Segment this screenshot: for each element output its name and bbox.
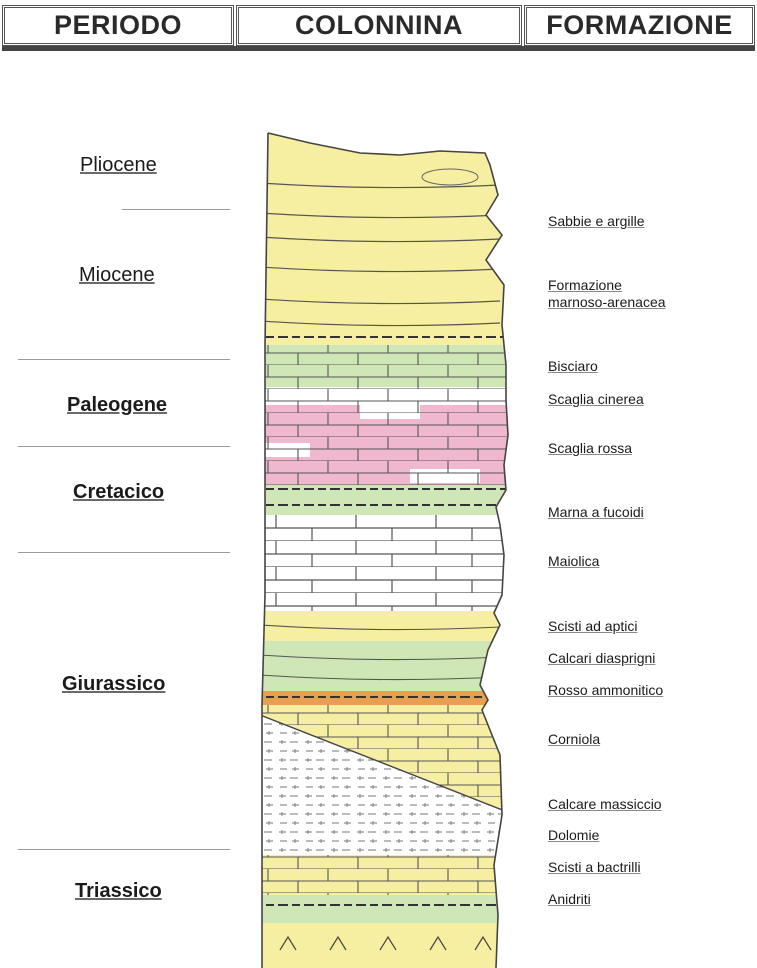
- period-boundary-cretacico-giurassico: [18, 552, 230, 553]
- stratigraphic-column: [250, 125, 520, 968]
- formation-marna-fucoidi: Marna a fucoidi: [548, 504, 644, 521]
- period-boundary-giurassico-triassico: [18, 849, 230, 850]
- period-boundary-paleogene-cretacico: [18, 446, 230, 447]
- formation-calcari-diasprigni: Calcari diasprigni: [548, 650, 655, 667]
- formation-anidriti: Anidriti: [548, 891, 591, 908]
- period-pliocene: Pliocene: [80, 154, 157, 177]
- formation-scisti-bactrilli: Scisti a bactrilli: [548, 859, 641, 876]
- formation-dolomie: Dolomie: [548, 827, 599, 844]
- period-giurassico: Giurassico: [62, 673, 165, 696]
- formation-marnoso-line2: marnoso-arenacea: [548, 294, 666, 311]
- formation-scaglia-rossa: Scaglia rossa: [548, 440, 632, 457]
- formation-marnoso-line1: Formazione: [548, 277, 622, 294]
- header-formazione: FORMAZIONE: [524, 5, 755, 46]
- formation-corniola: Corniola: [548, 731, 600, 748]
- formation-rosso-ammonitico: Rosso ammonitico: [548, 682, 663, 699]
- header-periodo: PERIODO: [2, 5, 234, 46]
- period-miocene: Miocene: [79, 264, 155, 287]
- table-header: PERIODO COLONNINA FORMAZIONE: [0, 0, 757, 58]
- formation-scisti-aptici: Scisti ad aptici: [548, 618, 637, 635]
- period-triassico: Triassico: [75, 880, 162, 903]
- period-boundary-miocene-paleogene: [18, 359, 230, 360]
- header-colonnina: COLONNINA: [236, 5, 522, 46]
- period-paleogene: Paleogene: [67, 394, 167, 417]
- period-cretacico: Cretacico: [73, 481, 164, 504]
- formation-calcare-massiccio: Calcare massiccio: [548, 796, 662, 813]
- formation-sabbie-argille: Sabbie e argille: [548, 213, 645, 230]
- period-boundary-pliocene-miocene: [122, 209, 230, 210]
- header-shadow: [2, 46, 755, 51]
- formation-bisciaro: Bisciaro: [548, 358, 598, 375]
- formation-scaglia-cinerea: Scaglia cinerea: [548, 391, 644, 408]
- formation-maiolica: Maiolica: [548, 553, 599, 570]
